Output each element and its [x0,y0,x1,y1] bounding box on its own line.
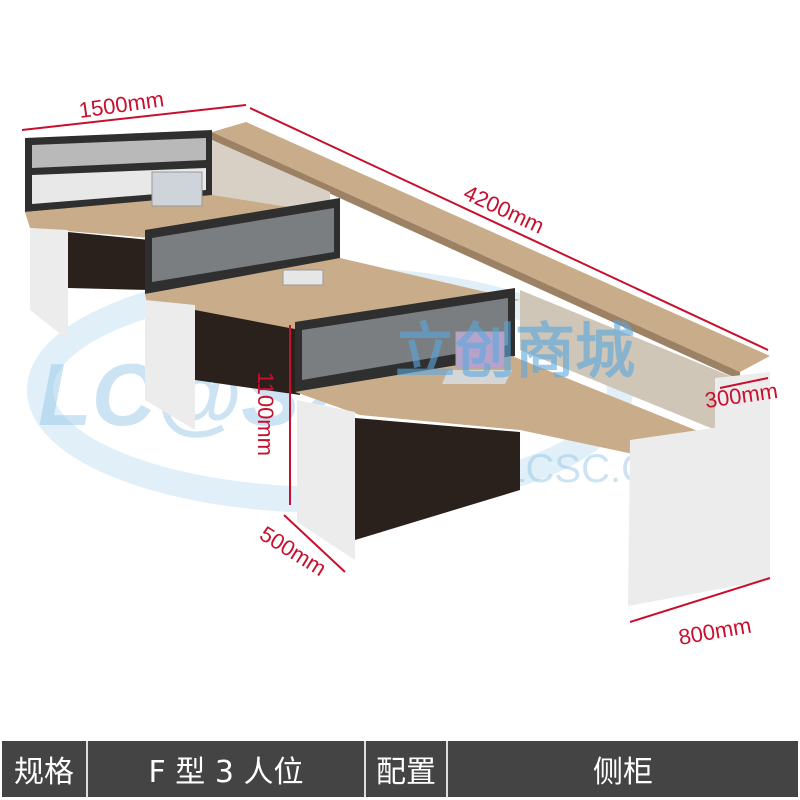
config-value: 侧柜 [593,755,653,790]
spec-value: F 型 3 人位 [88,741,366,797]
workstation-1 [25,130,340,340]
spec-bar: 规格 F 型 3 人位 配置 侧柜 [2,741,798,797]
workstation-3 [295,288,768,606]
watermark-name: 立创商城 [395,317,635,387]
dimension-return-width: 800mm [677,613,754,650]
dimension-width: 1500mm [77,86,165,123]
workstation-2 [145,198,520,430]
config-label: 配置 [366,741,448,797]
dimension-lines [21,104,771,623]
spec-label: 规格 [2,741,88,797]
dimension-height: 1100mm [253,372,278,456]
